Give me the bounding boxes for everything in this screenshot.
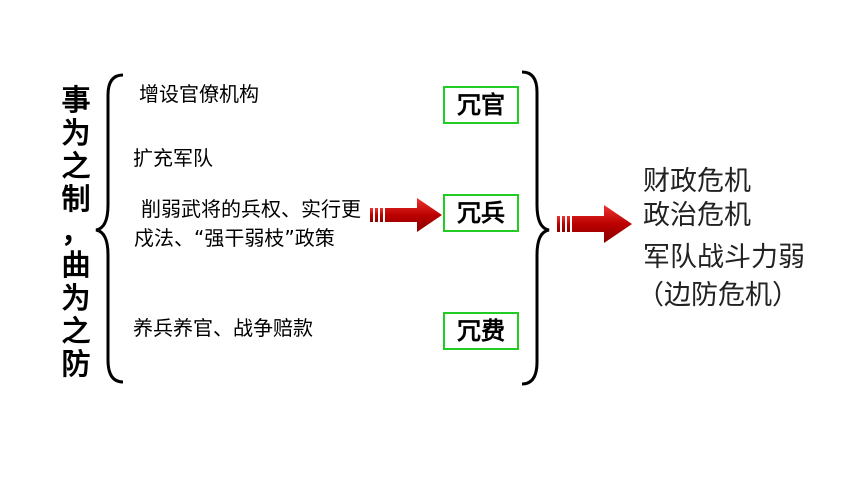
title-char: 事	[61, 83, 91, 117]
result-item: 政治危机	[643, 200, 751, 231]
measure-item: 养兵养官、战争赔款	[133, 316, 313, 340]
title-char: 防	[61, 347, 91, 381]
arrow-1	[370, 198, 442, 232]
vertical-title: 事 为 之 制 ， 曲 为 之 防	[60, 84, 92, 381]
title-char: 之	[61, 149, 91, 183]
title-char: 为	[61, 116, 91, 150]
problem-box: 冗费	[443, 312, 519, 350]
measure-item: 增设官僚机构	[139, 82, 259, 106]
problem-box: 冗官	[443, 86, 519, 124]
result-item: 财政危机	[643, 166, 751, 197]
arrow-2	[557, 205, 632, 243]
measure-item: 扩充军队	[133, 146, 213, 170]
title-char: 之	[61, 314, 91, 348]
result-item: 军队战斗力弱	[643, 242, 805, 273]
title-char: 曲	[61, 248, 91, 282]
left-brace	[95, 73, 124, 384]
measure-item: 削弱武将的兵权、实行更戍法、“强干弱枝”政策	[134, 197, 361, 250]
title-char: ，	[61, 215, 91, 249]
title-char: 为	[61, 281, 91, 315]
right-brace	[521, 70, 550, 386]
title-char: 制	[61, 182, 91, 216]
result-item: （边防危机）	[637, 280, 799, 311]
problem-box: 冗兵	[443, 194, 519, 232]
